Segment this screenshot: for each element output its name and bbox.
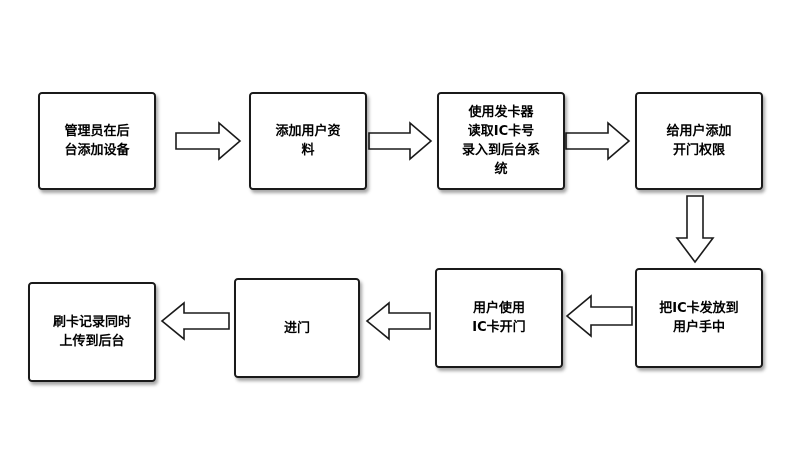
- step-text-line: 用户使用: [472, 301, 525, 316]
- step-text-line: 把IC卡发放到: [659, 301, 739, 316]
- arrow-left-2: [365, 301, 431, 341]
- step-text-line: 台添加设备: [64, 143, 130, 158]
- step-text-line: 统: [494, 162, 508, 177]
- step-grant-access: 给用户添加 开门权限: [635, 92, 763, 190]
- step-issue-card: 把IC卡发放到 用户手中: [635, 268, 763, 368]
- step-user-open-door: 用户使用 IC卡开门: [435, 268, 563, 368]
- step-text-line: 上传到后台: [59, 334, 125, 349]
- step-text-line: 给用户添加: [666, 124, 732, 139]
- step-read-ic-card: 使用发卡器 读取IC卡号 录入到后台系 统: [437, 92, 565, 190]
- step-admin-add-device: 管理员在后 台添加设备: [38, 92, 156, 190]
- step-text-line: 添加用户资: [275, 124, 341, 139]
- step-enter: 进门: [234, 278, 360, 378]
- arrow-right-1: [175, 121, 242, 161]
- arrow-down: [675, 195, 715, 264]
- arrow-right-2: [368, 121, 433, 161]
- arrow-left-3: [160, 301, 230, 341]
- step-upload-record: 刷卡记录同时 上传到后台: [28, 282, 156, 382]
- step-text-line: 使用发卡器: [468, 105, 534, 120]
- step-add-user-info: 添加用户资 料: [249, 92, 367, 190]
- step-text-line: 读取IC卡号: [467, 124, 535, 139]
- step-text-line: 进门: [283, 320, 310, 336]
- arrow-left-1: [565, 294, 633, 338]
- step-text-line: 开门权限: [672, 143, 725, 158]
- arrow-right-3: [565, 121, 631, 161]
- step-text-line: 刷卡记录同时: [52, 315, 131, 330]
- step-text-line: IC卡开门: [472, 320, 526, 335]
- step-text-line: 录入到后台系: [461, 143, 540, 158]
- step-text-line: 料: [301, 143, 315, 158]
- step-text-line: 用户手中: [672, 320, 725, 335]
- step-text-line: 管理员在后: [64, 124, 130, 139]
